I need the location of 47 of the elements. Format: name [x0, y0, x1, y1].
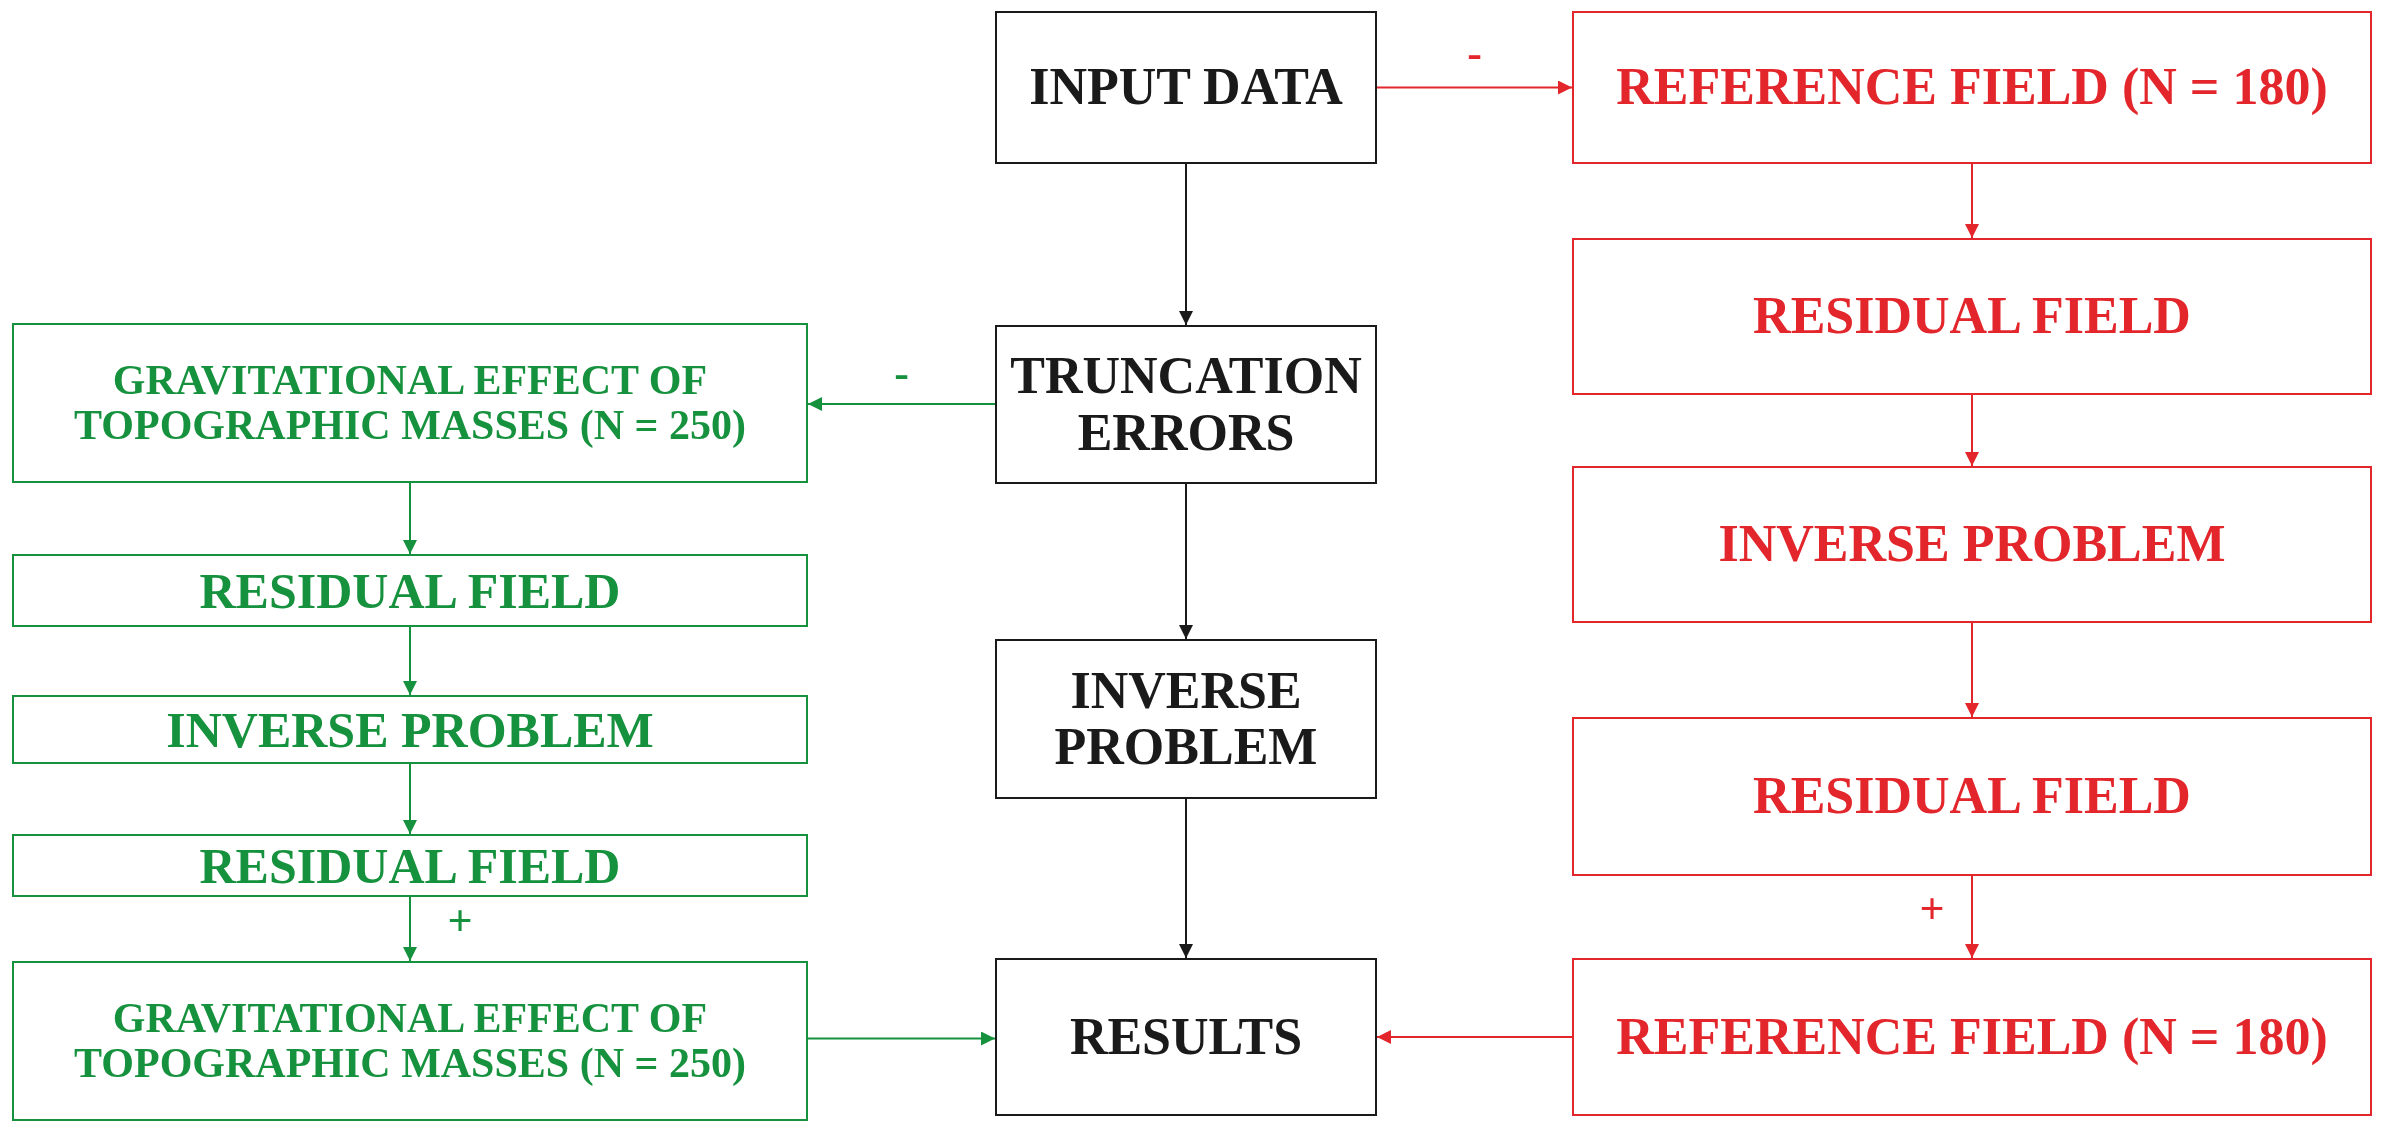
arrow [807, 397, 996, 411]
arrow [807, 1031, 996, 1046]
process-box [995, 11, 1377, 164]
edge-label: + [1919, 887, 1945, 931]
process-box [995, 639, 1377, 799]
box-label: INVERSE PROBLEM [166, 702, 654, 757]
box-label: REFERENCE FIELD (N = 180) [1616, 59, 2328, 116]
arrow [403, 482, 417, 555]
process-box [995, 325, 1377, 484]
process-box [12, 695, 808, 764]
arrow [1965, 163, 1979, 239]
box-label: GRAVITATIONAL EFFECT OF TOPOGRAPHIC MASSES (N = 250) [73, 357, 747, 449]
box-label: INPUT DATA [1029, 59, 1343, 116]
edge-label: - [1467, 31, 1482, 76]
box-label: GRAVITATIONAL EFFECT OF TOPOGRAPHIC MASSES (N = 250) [73, 995, 747, 1087]
process-box [995, 958, 1377, 1116]
box-label: INVERSE PROBLEM [1718, 516, 2226, 573]
box-label: RESIDUAL FIELD [1753, 288, 2191, 345]
process-box [12, 834, 808, 897]
process-box [1572, 11, 2372, 164]
process-box [1572, 717, 2372, 876]
box-label: INVERSE PROBLEM [1053, 662, 1319, 776]
box-label: RESULTS [1069, 1008, 1303, 1066]
arrow [1179, 163, 1193, 326]
process-box [1572, 466, 2372, 623]
arrow [1965, 394, 1979, 467]
box-label: REFERENCE FIELD (N = 180) [1616, 1008, 2328, 1066]
arrow [403, 626, 417, 696]
arrow [403, 763, 417, 835]
process-box [1572, 238, 2372, 395]
box-label: RESIDUAL FIELD [1753, 768, 2191, 825]
box-label: RESIDUAL FIELD [199, 838, 621, 893]
arrow [1376, 80, 1573, 95]
process-box [12, 323, 808, 483]
arrow [1965, 622, 1979, 718]
arrow [1965, 875, 1979, 959]
edge-label: - [894, 352, 909, 396]
process-box [1572, 958, 2372, 1116]
arrow [1179, 798, 1193, 959]
box-label: RESIDUAL FIELD [199, 563, 621, 618]
edge-label: + [447, 899, 473, 943]
process-box [12, 961, 808, 1121]
process-box [12, 554, 808, 627]
arrow [1376, 1030, 1573, 1044]
box-label: TRUNCATION ERRORS [1010, 348, 1362, 461]
arrow [1179, 483, 1193, 640]
arrow [403, 896, 417, 962]
